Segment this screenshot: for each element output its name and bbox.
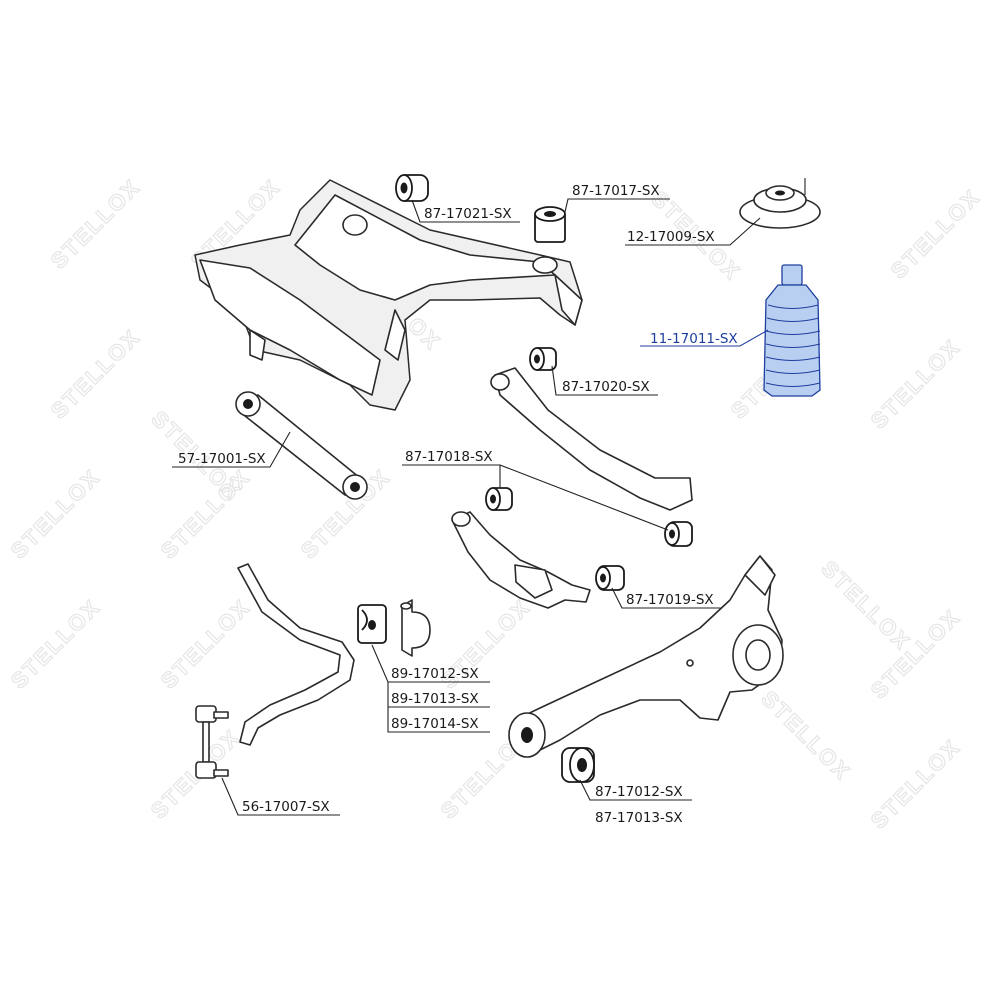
part-label[interactable]: 56-17007-SX (242, 799, 330, 815)
bushing-87-17018-b (664, 521, 693, 547)
bushing-87-17017 (534, 206, 566, 243)
part-label[interactable]: 87-17020-SX (562, 379, 650, 395)
part-label-highlighted[interactable]: 11-17011-SX (650, 331, 738, 347)
part-label[interactable]: 89-17013-SX (391, 691, 479, 707)
part-label[interactable]: 12-17009-SX (627, 229, 715, 245)
subframe (194, 179, 583, 411)
bushing-87-17018-a (485, 487, 513, 511)
watermark: STELLOX (6, 464, 105, 563)
lower-control-arm (451, 511, 591, 609)
part-label[interactable]: 89-17012-SX (391, 666, 479, 682)
watermark: STELLOX (46, 324, 145, 423)
watermark: STELLOX (866, 334, 965, 433)
toe-link-57-17001 (235, 391, 368, 500)
watermark: STELLOX (866, 734, 965, 833)
stabilizer-bracket (400, 599, 431, 657)
part-label[interactable]: 87-17018-SX (405, 449, 493, 465)
trailing-arm-knuckle (508, 555, 784, 758)
part-labels: 87-17021-SX 87-17017-SX 12-17009-SX 11-1… (178, 183, 738, 826)
bushing-87-17021 (395, 174, 429, 202)
part-label[interactable]: 87-17012-SX (595, 784, 683, 800)
stabilizer-bushing-89-17012 (357, 604, 387, 644)
part-label[interactable]: 89-17014-SX (391, 716, 479, 732)
strut-mount-12-17009 (739, 178, 821, 229)
watermark: STELLOX (816, 556, 915, 655)
part-label[interactable]: 87-17021-SX (424, 206, 512, 222)
part-label[interactable]: 57-17001-SX (178, 451, 266, 467)
watermark: STELLOX (156, 594, 255, 693)
part-label[interactable]: 87-17013-SX (595, 810, 683, 826)
upper-control-arm (490, 367, 693, 511)
stabilizer-link-56-17007 (195, 705, 229, 779)
watermark: STELLOX (886, 184, 985, 283)
leader-lines (172, 198, 769, 816)
bushing-87-17019 (595, 565, 625, 591)
part-label[interactable]: 87-17019-SX (626, 592, 714, 608)
stabilizer-bar (237, 563, 355, 746)
watermark: STELLOX (756, 686, 855, 785)
bushing-87-17020 (529, 347, 557, 371)
watermark: STELLOX (46, 174, 145, 273)
bushing-87-17012 (561, 747, 595, 783)
watermark: STELLOX (6, 594, 105, 693)
part-label[interactable]: 87-17017-SX (572, 183, 660, 199)
dust-boot-11-17011 (763, 264, 821, 397)
